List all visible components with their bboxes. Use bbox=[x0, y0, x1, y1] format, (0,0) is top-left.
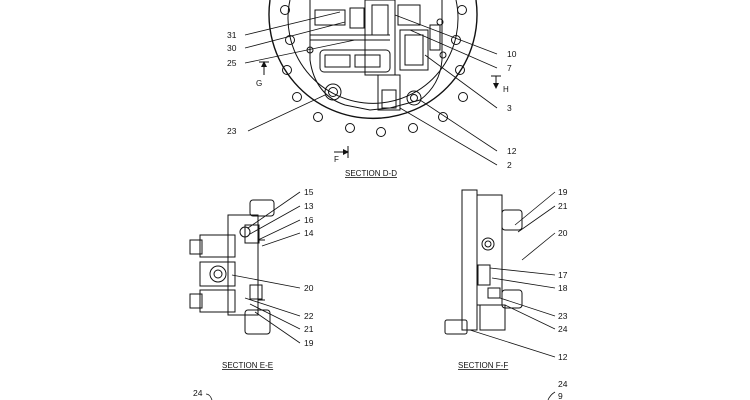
callout-d-12: 12 bbox=[507, 146, 517, 156]
section-e-e-caption: SECTION E-E bbox=[222, 361, 273, 370]
section-e-e-drawing bbox=[189, 199, 275, 335]
callout-f-20: 20 bbox=[558, 228, 568, 238]
view-marker-g-label: G bbox=[256, 79, 262, 88]
section-d-d-drawing bbox=[268, 0, 478, 137]
flange-inner bbox=[287, 0, 459, 104]
view-marker-f bbox=[334, 146, 349, 158]
callout-e-19: 19 bbox=[304, 338, 314, 348]
section-f-f-caption: SECTION F-F bbox=[458, 361, 508, 370]
callout-e-21: 21 bbox=[304, 324, 314, 334]
callout-bottom-24-right: 24 bbox=[558, 379, 568, 389]
callout-e-14: 14 bbox=[304, 228, 314, 238]
callout-d-31: 31 bbox=[227, 30, 237, 40]
callout-d-10: 10 bbox=[507, 49, 517, 59]
section-d-d-caption: SECTION D-D bbox=[345, 169, 397, 178]
view-marker-g bbox=[259, 61, 269, 75]
callout-e-20: 20 bbox=[304, 283, 314, 293]
section-d-d-leaders bbox=[244, 11, 498, 166]
section-e-e-leaders bbox=[231, 191, 301, 344]
callout-d-3: 3 bbox=[507, 103, 512, 113]
section-f-f-leaders bbox=[469, 191, 556, 358]
callout-e-16: 16 bbox=[304, 215, 314, 225]
callout-f-23: 23 bbox=[558, 311, 568, 321]
callout-d-2: 2 bbox=[507, 160, 512, 170]
bottom-partial-leaders bbox=[205, 391, 556, 400]
callout-f-24: 24 bbox=[558, 324, 568, 334]
view-marker-f-label: F bbox=[334, 155, 339, 164]
callout-d-23: 23 bbox=[227, 126, 237, 136]
callout-e-22: 22 bbox=[304, 311, 314, 321]
callout-bottom-9: 9 bbox=[558, 391, 563, 400]
callout-e-15: 15 bbox=[304, 187, 314, 197]
inner-body bbox=[309, 0, 443, 111]
callout-f-18: 18 bbox=[558, 283, 568, 293]
callout-f-17: 17 bbox=[558, 270, 568, 280]
view-marker-h bbox=[491, 75, 501, 89]
view-marker-h-label: H bbox=[503, 85, 509, 94]
port-23 bbox=[324, 83, 342, 101]
bolt-holes bbox=[280, 5, 468, 137]
callout-bottom-24-left: 24 bbox=[193, 388, 203, 398]
callout-d-7: 7 bbox=[507, 63, 512, 73]
callout-d-30: 30 bbox=[227, 43, 237, 53]
port-12 bbox=[406, 90, 422, 106]
callout-d-25: 25 bbox=[227, 58, 237, 68]
callout-e-13: 13 bbox=[304, 201, 314, 211]
callout-f-12: 12 bbox=[558, 352, 568, 362]
callout-f-19: 19 bbox=[558, 187, 568, 197]
flange-outer bbox=[268, 0, 478, 120]
callout-f-21: 21 bbox=[558, 201, 568, 211]
section-f-f-drawing bbox=[444, 189, 523, 335]
